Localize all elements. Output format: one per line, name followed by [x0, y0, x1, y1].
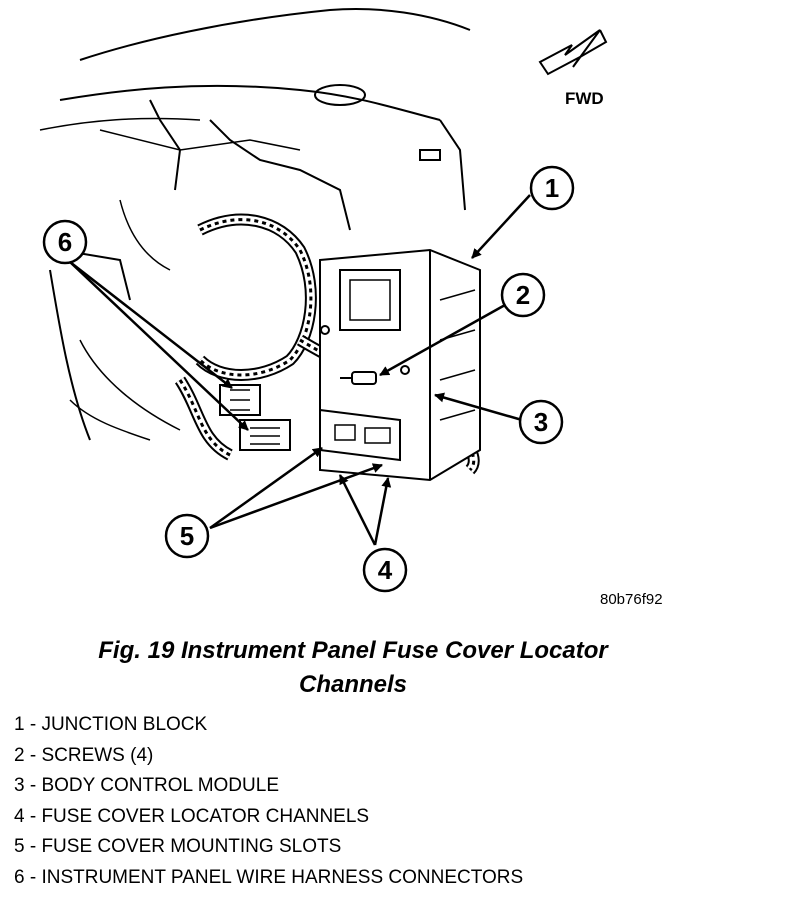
callout-5: 5 — [164, 513, 210, 559]
legend-item: 3 - BODY CONTROL MODULE — [14, 775, 279, 796]
figure-code: 80b76f92 — [600, 591, 663, 608]
callout-3-number: 3 — [534, 407, 548, 437]
callout-5-number: 5 — [180, 521, 194, 551]
legend-item: 1 - JUNCTION BLOCK — [14, 714, 208, 735]
callout-4: 4 — [362, 547, 408, 593]
callout-2-number: 2 — [516, 280, 530, 310]
legend-item: 4 - FUSE COVER LOCATOR CHANNELS — [14, 805, 370, 827]
dashboard-panel-illustration — [39, 7, 471, 441]
callout-arrows — [69, 194, 531, 546]
callout-6: 6 — [42, 219, 88, 265]
legend-item: 5 - FUSE COVER MOUNTING SLOTS — [14, 836, 342, 857]
legend-item: 2 - SCREWS (4) — [14, 744, 154, 766]
callout-2: 2 — [500, 272, 546, 318]
parts-legend: 1 - JUNCTION BLOCK 2 - SCREWS (4) 3 - BO… — [14, 710, 523, 893]
callout-1: 1 — [529, 165, 575, 211]
legend-item: 6 - INSTRUMENT PANEL WIRE HARNESS CONNEC… — [14, 866, 524, 888]
fwd-label: FWD — [565, 89, 604, 108]
callout-3: 3 — [518, 399, 564, 445]
callout-4-number: 4 — [378, 555, 393, 585]
fwd-indicator: FWD — [538, 29, 608, 108]
figure-caption: Fig. 19 Instrument Panel Fuse Cover Loca… — [0, 634, 706, 702]
assembly-diagram: FWD 1 2 3 4 5 6 80b76f92 — [39, 7, 663, 608]
caption-line-2: Channels — [298, 671, 408, 698]
fwd-arrow-icon — [538, 29, 601, 76]
callout-1-number: 1 — [545, 173, 559, 203]
screw-illustration — [340, 371, 377, 385]
callout-6-number: 6 — [58, 227, 72, 257]
caption-line-1: Fig. 19 Instrument Panel Fuse Cover Loca… — [98, 637, 608, 664]
harness-connectors-illustration — [219, 384, 291, 451]
